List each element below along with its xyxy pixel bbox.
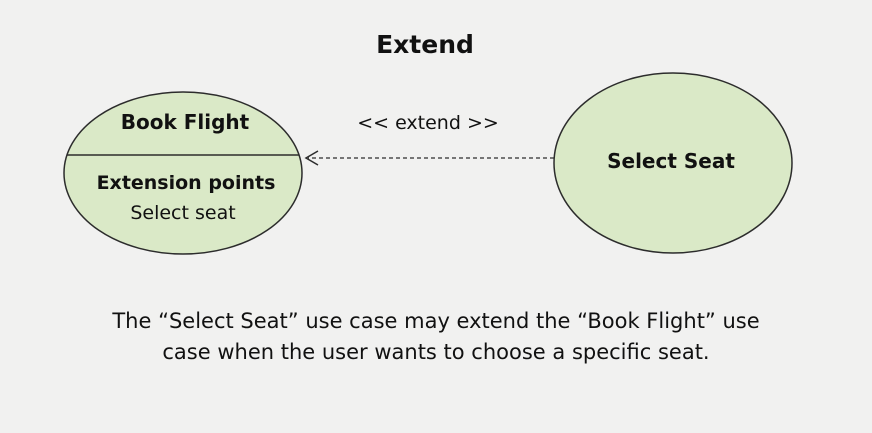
book-flight-label: Book Flight <box>121 110 250 134</box>
extend-relationship: << extend >> <box>304 112 554 166</box>
extension-points-heading: Extension points <box>97 172 276 194</box>
caption-line-1: The “Select Seat” use case may extend th… <box>112 309 760 333</box>
diagram-caption: The “Select Seat” use case may extend th… <box>36 306 836 368</box>
extend-stereotype-label: << extend >> <box>357 112 499 134</box>
select-seat-label: Select Seat <box>607 149 735 173</box>
book-flight-ellipse <box>63 91 303 255</box>
caption-line-2: case when the user wants to choose a spe… <box>162 340 710 364</box>
extension-point-select-seat: Select seat <box>130 202 235 224</box>
select-seat-ellipse <box>553 72 793 254</box>
select-seat-use-case: Select Seat <box>553 72 793 254</box>
extend-arrowhead-icon <box>304 150 319 166</box>
diagram-title: Extend <box>376 30 474 59</box>
book-flight-use-case: Book Flight Extension points Select seat <box>63 91 303 255</box>
